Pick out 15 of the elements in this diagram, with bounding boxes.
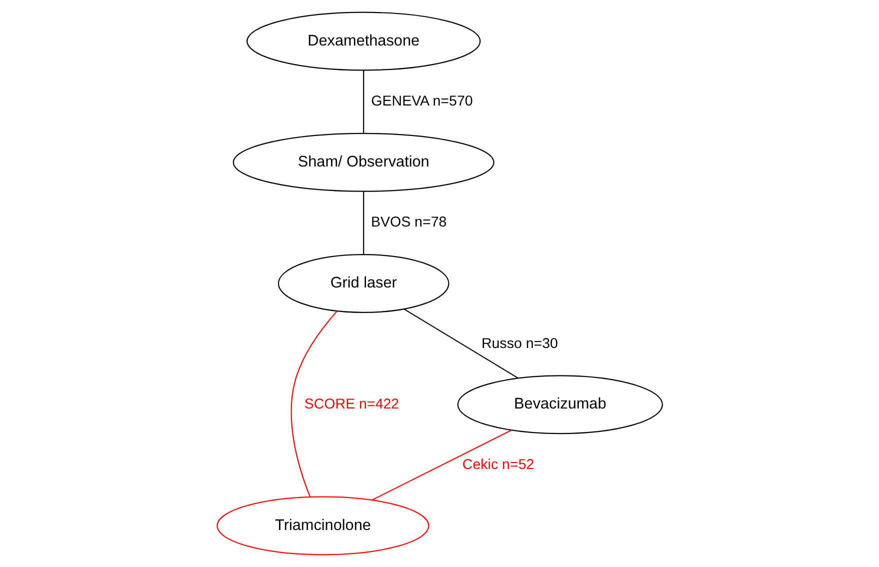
connector — [371, 430, 512, 501]
node-ellipse: Dexamethasone — [246, 12, 480, 71]
node-ellipse: Sham/ Observation — [232, 132, 494, 192]
connector — [362, 191, 364, 255]
connector — [403, 308, 518, 379]
edge-label: SCORE n=422 — [304, 396, 399, 412]
connector — [290, 310, 337, 498]
edge-label: BVOS n=78 — [370, 214, 446, 231]
edge-label: Russo n=30 — [480, 336, 558, 352]
node-ellipse: Bevacizumab — [456, 375, 662, 434]
node-ellipse: Triamcinolone — [216, 496, 429, 556]
edge-label: Cekic n=52 — [462, 456, 534, 473]
node-ellipse: Grid laser — [277, 254, 449, 313]
edge-label: GENEVA n=570 — [370, 94, 472, 110]
connector — [362, 70, 364, 134]
